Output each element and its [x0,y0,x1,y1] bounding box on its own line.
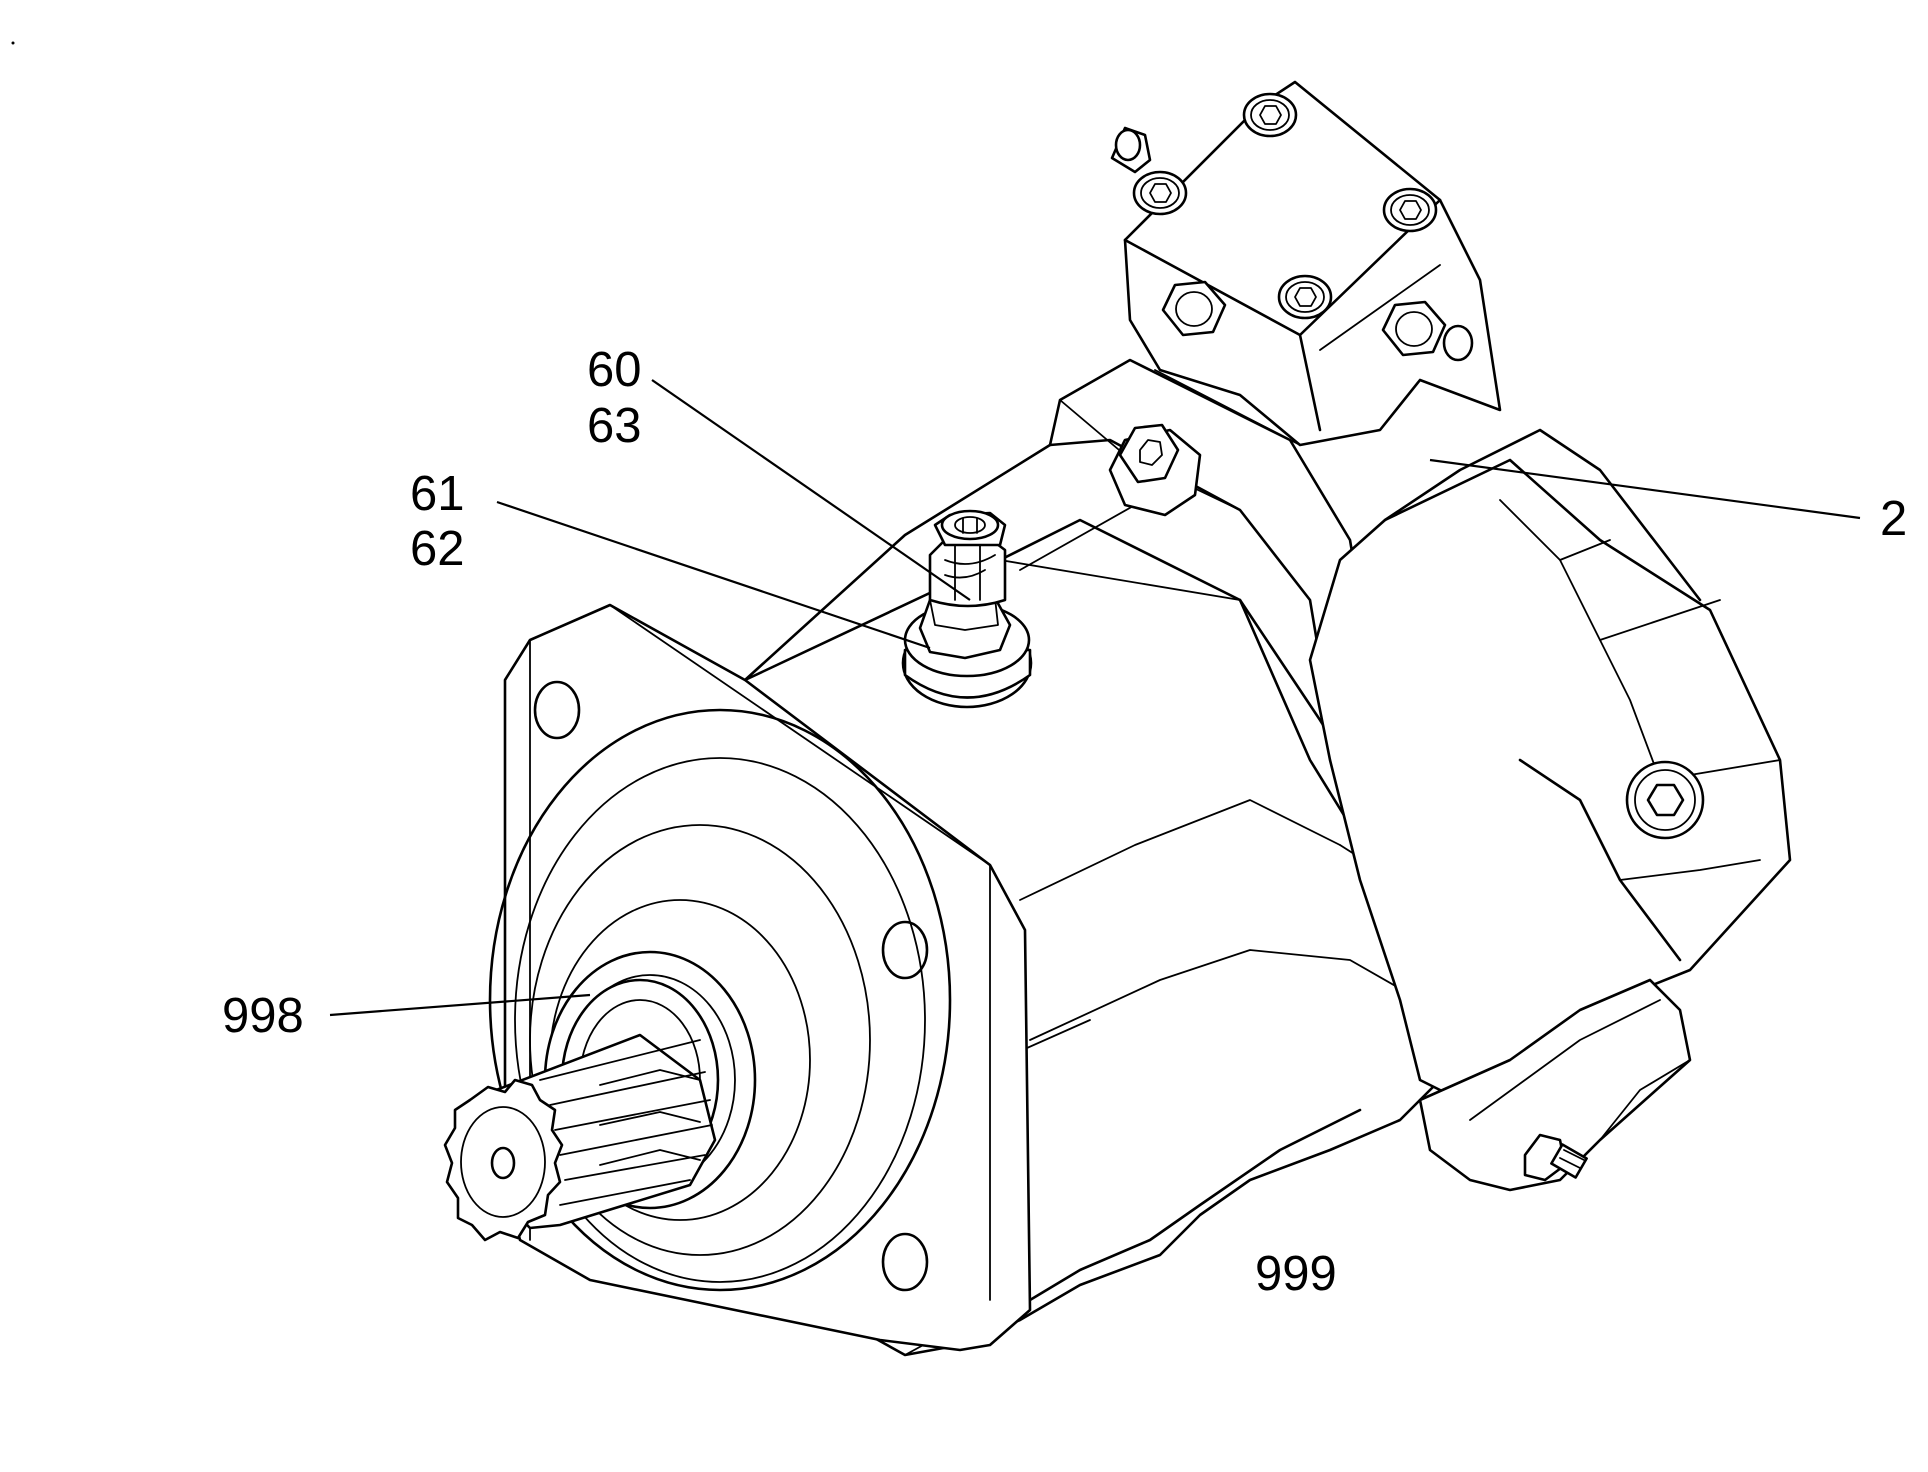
corner-dot [11,41,15,45]
flange-hole [881,1232,929,1292]
callout-62: 62 [410,522,465,576]
leader-998 [329,993,591,1017]
block-bolt [1132,170,1188,216]
callout-labels: 60 63 61 62 2 998 999 [222,343,1907,1301]
block-bolt [1382,187,1438,233]
splined-shaft [443,1033,717,1242]
callout-60: 60 [587,343,642,397]
leader-60-63 [651,379,971,601]
end-cap-port-plate [1308,428,1792,1192]
flange-hole [533,680,581,740]
body-fitting [1108,423,1202,517]
leader-61-62 [496,500,931,650]
callout-999: 999 [1255,1247,1337,1301]
callout-63: 63 [587,399,642,453]
leader-lines [329,379,1861,1017]
leader-2 [1429,458,1861,520]
breather-fitting [901,509,1033,709]
callout-2: 2 [1880,492,1907,546]
callout-61: 61 [410,467,465,521]
hex-nut [1381,300,1474,362]
hex-nut [1161,280,1227,337]
block-bolt [1277,274,1333,320]
top-valve-block [1108,80,1502,517]
callout-998: 998 [222,989,304,1043]
block-bolt [1242,92,1298,138]
flange-hole [881,920,929,980]
